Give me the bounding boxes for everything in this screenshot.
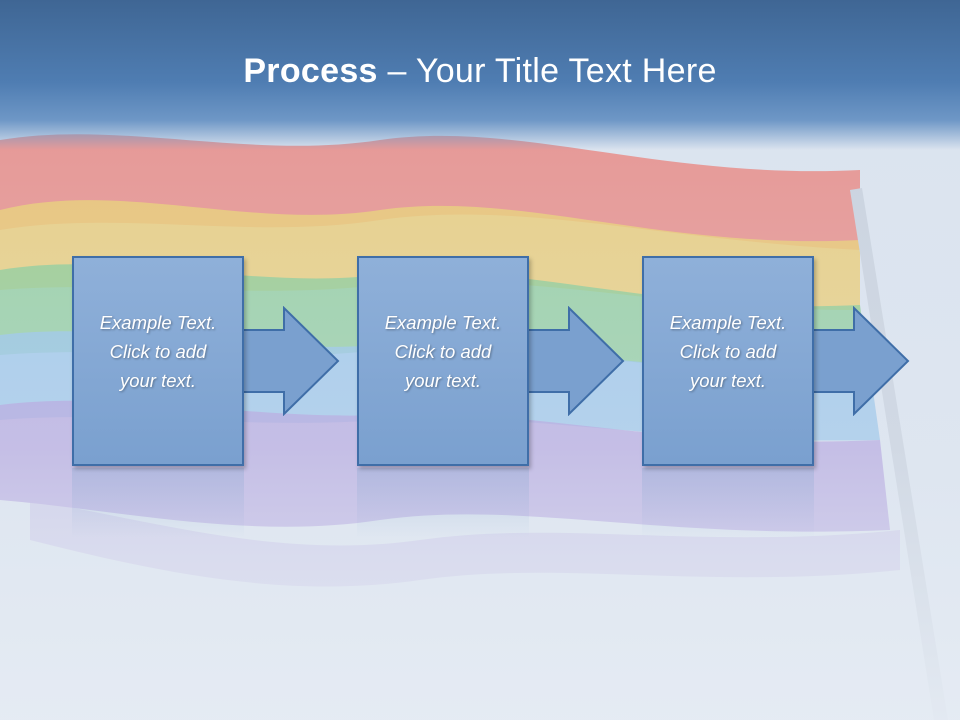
step-box [642,256,814,466]
process-step-1[interactable]: Example Text. Click to add your text. [72,256,244,466]
right-arrow-icon [241,306,340,416]
title-rest-text: – Your Title Text Here [377,52,717,90]
step-text-line: Click to add [394,341,492,362]
right-arrow-icon [811,306,910,416]
right-arrow-icon [526,306,625,416]
step-text[interactable]: Example Text. Click to add your text. [642,308,814,395]
process-step-2[interactable]: Example Text. Click to add your text. [357,256,529,466]
step-text-line: your text. [689,370,767,391]
step-reflection [642,468,814,538]
step-text-line: Example Text. [99,312,217,333]
step-text-line: Example Text. [669,312,787,333]
step-text-line: Example Text. [384,312,502,333]
step-text-line: Click to add [109,341,207,362]
step-text-line: Click to add [679,341,777,362]
step-box [72,256,244,466]
step-text[interactable]: Example Text. Click to add your text. [357,308,529,395]
step-box [357,256,529,466]
step-text-line: your text. [404,370,482,391]
step-reflection [72,468,244,538]
step-reflection [357,468,529,538]
step-text[interactable]: Example Text. Click to add your text. [72,308,244,395]
title-bar [0,0,960,150]
slide-title[interactable]: Process – Your Title Text Here [0,52,960,91]
step-text-line: your text. [119,370,197,391]
title-bold-text: Process [243,52,378,90]
process-step-3[interactable]: Example Text. Click to add your text. [642,256,814,466]
